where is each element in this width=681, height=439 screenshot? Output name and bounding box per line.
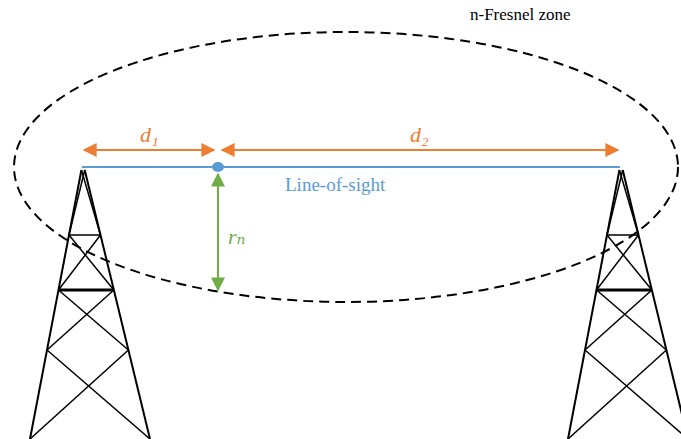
- zone-title: n-Fresnel zone: [470, 6, 571, 23]
- radius-label: rₙ: [228, 226, 245, 248]
- d2-dimension: [222, 149, 618, 151]
- tower-strut: [568, 350, 666, 439]
- point-dot: [212, 162, 224, 172]
- tower-strut: [596, 235, 638, 290]
- tower-strut: [619, 170, 638, 235]
- tower-strut: [58, 289, 113, 292]
- tower-strut: [596, 290, 666, 350]
- tower-strut: [85, 170, 150, 439]
- tower-group: [30, 170, 681, 439]
- tower-strut: [585, 350, 681, 439]
- tower-strut: [30, 350, 128, 439]
- tower-strut: [47, 290, 114, 350]
- tower-strut: [607, 170, 623, 235]
- tower-strut: [47, 350, 150, 439]
- line-of-sight-label: Line-of-sight: [285, 175, 385, 194]
- line-of-sight: [82, 166, 620, 168]
- tower-strut: [58, 235, 100, 290]
- d1-dimension: [84, 149, 214, 151]
- distance-label: d₁: [140, 124, 159, 146]
- tower-strut: [585, 290, 652, 350]
- fresnel-ellipse: [14, 32, 678, 302]
- tower-strut: [596, 289, 651, 292]
- tower-strut: [69, 234, 101, 236]
- tower-strut: [81, 170, 100, 235]
- radius-arrow: [217, 174, 219, 290]
- tower-strut: [58, 290, 128, 350]
- tower: [30, 170, 150, 439]
- tower-strut: [69, 170, 85, 235]
- tower-strut: [607, 235, 652, 290]
- tower-strut: [69, 235, 114, 290]
- distance-label: d₂: [410, 124, 429, 146]
- tower: [568, 170, 681, 439]
